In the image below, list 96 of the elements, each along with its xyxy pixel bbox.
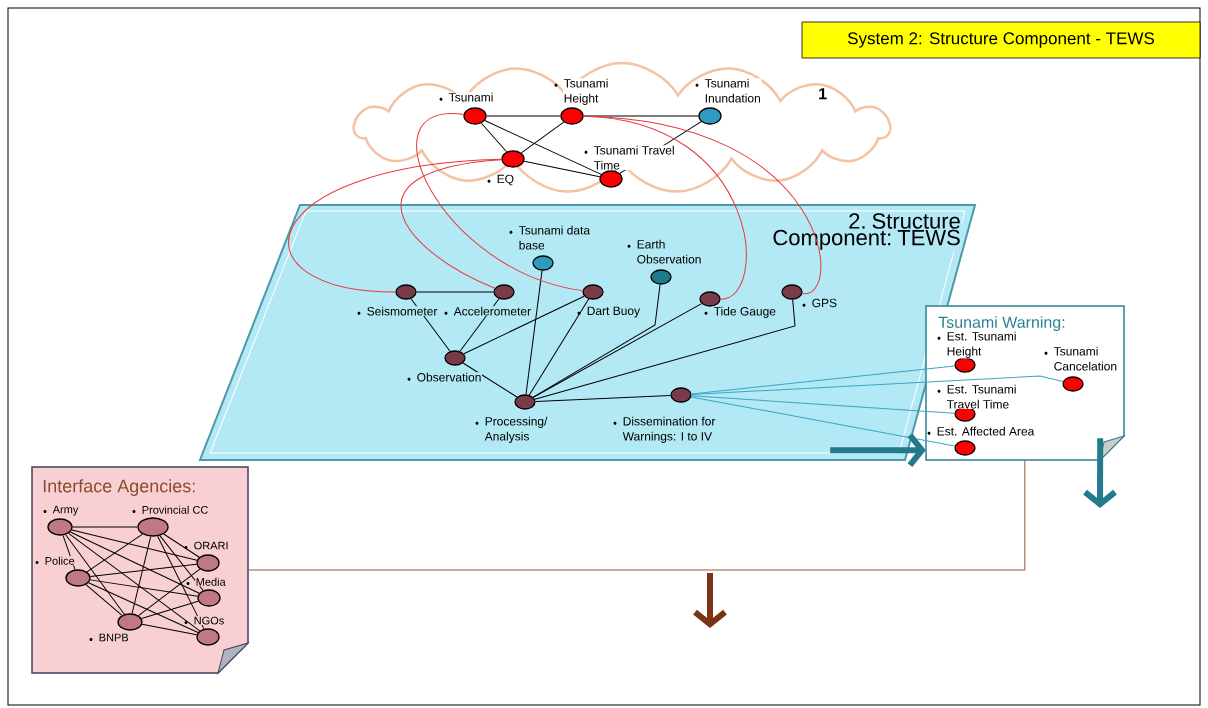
node-dot	[954, 440, 976, 456]
connector	[690, 396, 956, 447]
node-label: Tsunami Inundation	[704, 78, 760, 103]
node-dot	[463, 107, 487, 125]
connector	[583, 115, 699, 117]
bullet-label: Tsunami	[439, 92, 494, 102]
bullet-label: Est. Tsunami Height	[937, 331, 1017, 359]
connector	[691, 375, 1064, 395]
bullet-label: Seismometer	[357, 306, 438, 316]
connector	[691, 395, 955, 414]
connector	[65, 534, 125, 615]
node-dot	[599, 170, 623, 188]
node-dot	[501, 150, 525, 168]
bullet-label: Tsunami Travel Time	[584, 145, 676, 170]
node-dot	[781, 284, 803, 300]
node-dot	[395, 284, 417, 300]
bullet-label: Dart Buoy	[577, 306, 641, 318]
connector	[486, 115, 561, 117]
connector	[532, 284, 661, 398]
connector	[583, 115, 822, 295]
node-dot	[532, 255, 554, 271]
node-dot	[698, 107, 722, 125]
bullet-label: NGOs	[184, 616, 225, 625]
node-dot	[65, 569, 91, 587]
connector	[163, 533, 200, 558]
connector	[523, 160, 601, 178]
bullet-label: Tsunami Cancelation	[1044, 346, 1118, 371]
bullet-label: Accelerometer	[444, 306, 532, 316]
bullet-label: Earth Observation	[627, 239, 702, 264]
node-dot	[47, 518, 73, 536]
connector	[141, 623, 198, 636]
node-dot	[493, 284, 515, 300]
connector	[1083, 438, 1117, 508]
node-dot	[699, 291, 721, 307]
connector	[532, 303, 703, 398]
node-dot	[560, 107, 584, 125]
bullet-label: Media	[186, 577, 227, 587]
connector	[68, 532, 201, 632]
connector	[525, 270, 543, 395]
node-dot	[197, 589, 221, 607]
node-dot	[117, 613, 143, 631]
connector	[85, 584, 123, 616]
bullet-label: Processing/ Analysis	[475, 416, 548, 444]
connector	[830, 433, 926, 468]
bullet-label: BNPB	[89, 633, 130, 642]
connector	[86, 533, 143, 573]
node-label: Tsunami Height	[563, 78, 608, 105]
node-dot	[137, 517, 169, 537]
connector	[141, 600, 199, 619]
bullet-label: Tsunami data base	[509, 225, 591, 250]
connector	[400, 159, 502, 289]
connector	[69, 531, 200, 594]
bullet-label: GPS	[802, 298, 838, 308]
connector	[416, 291, 494, 293]
node-dot	[444, 350, 466, 366]
bullet-label: EQ	[487, 174, 515, 186]
node-dot	[650, 269, 672, 285]
node-dot	[670, 387, 692, 403]
connector	[159, 535, 204, 592]
connector	[520, 121, 565, 154]
connector	[90, 563, 197, 578]
node-label: Tsunami	[448, 92, 493, 102]
bullet-label: Est. Tsunami Travel Time	[937, 384, 1017, 409]
connector	[247, 459, 1026, 571]
bullet-label: Army	[43, 505, 79, 517]
connector	[534, 299, 796, 400]
node-dot	[514, 394, 536, 410]
bullet-label: Dissemination for Warnings: I to IV	[613, 416, 716, 444]
bullet-label: Observation	[407, 372, 482, 382]
connector	[462, 362, 518, 398]
connector	[528, 298, 590, 396]
connector	[480, 122, 508, 153]
bullet-label: Police	[35, 556, 76, 566]
bullet-label: Provincial CC	[132, 505, 209, 515]
connector	[89, 579, 199, 597]
bullet-label: Tsunami Inundation	[695, 78, 762, 103]
connector	[88, 582, 199, 633]
bullet-label: Tsunami Height	[554, 78, 609, 106]
connector	[138, 568, 201, 617]
connector	[416, 113, 584, 292]
connector	[463, 295, 585, 355]
node-dot	[196, 628, 220, 646]
bullet-label: Tide Gauge	[704, 306, 777, 319]
connector	[72, 526, 138, 528]
node-dot	[1062, 376, 1084, 392]
connector	[131, 536, 152, 614]
connector	[157, 535, 205, 630]
bullet-label: ORARI	[184, 541, 230, 550]
connector	[484, 120, 602, 175]
node-dot	[582, 284, 604, 300]
title-box: System 2: Structure Component - TEWS	[801, 21, 1201, 59]
connector	[71, 529, 198, 561]
node-dot	[196, 554, 220, 572]
connector	[691, 365, 955, 395]
connector	[535, 394, 671, 402]
node-label: Est. Tsunami Height	[947, 331, 1016, 358]
